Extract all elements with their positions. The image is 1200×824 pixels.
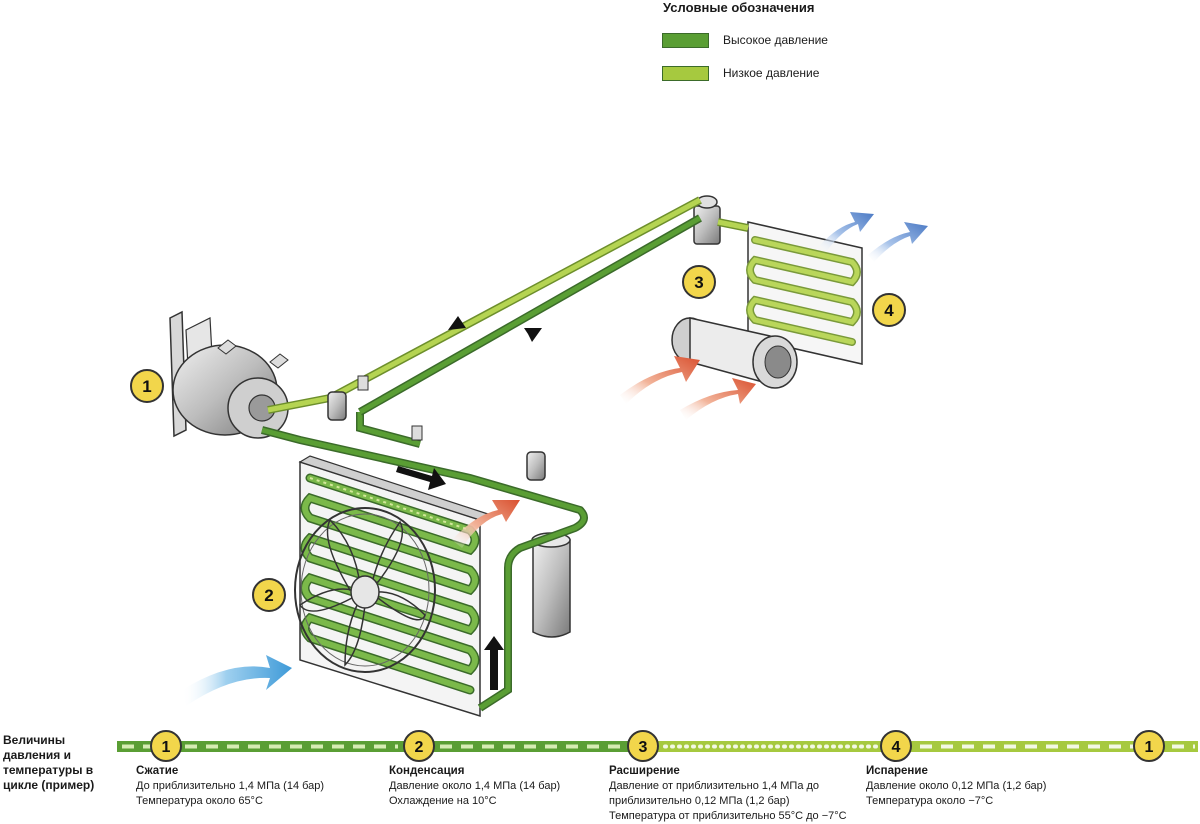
cycle-end-marker: 1 <box>1133 730 1165 762</box>
compressor <box>169 310 289 439</box>
marker-number: 3 <box>639 739 648 756</box>
stage-condensation: Конденсация Давление около 1,4 МПа (14 б… <box>389 764 560 809</box>
air-flows <box>182 212 928 706</box>
stage-evaporation: Испарение Давление около 0,12 МПа (1,2 б… <box>866 764 1046 809</box>
stage-line: Охлаждение на 10°C <box>389 795 497 807</box>
stage-title: Испарение <box>866 765 928 777</box>
marker-number: 4 <box>892 739 901 756</box>
blower <box>671 317 798 389</box>
cycle-stage-marker-3: 3 <box>627 730 659 762</box>
legend-label: Низкое давление <box>723 66 820 80</box>
stage-line: приблизительно 0,12 МПа (1,2 бар) <box>609 795 790 807</box>
legend-item-high-pressure: Высокое давление <box>662 31 828 49</box>
marker-number: 1 <box>162 739 171 756</box>
marker-number: 1 <box>142 377 151 396</box>
flow-arrows <box>396 306 542 690</box>
stage-compression: Сжатие До приблизительно 1,4 МПа (14 бар… <box>136 764 324 809</box>
legend-swatch <box>662 65 709 81</box>
stage-title: Сжатие <box>136 765 179 777</box>
stage-line: Давление около 1,4 МПа (14 бар) <box>389 780 561 792</box>
component-marker-3: 3 <box>682 265 716 299</box>
condenser-fan <box>294 507 436 673</box>
legend-label: Высокое давление <box>723 33 828 47</box>
stage-title: Расширение <box>609 765 680 777</box>
high-pressure-lines <box>260 214 702 712</box>
legend-swatch <box>662 32 709 48</box>
legend-title: Условные обозначения <box>663 0 815 15</box>
component-marker-4: 4 <box>872 293 906 327</box>
stage-line: До приблизительно 1,4 МПа (14 бар) <box>136 780 325 792</box>
cycle-stage-marker-1: 1 <box>150 730 182 762</box>
stage-line: Температура около 65°C <box>136 795 263 807</box>
cycle-caption: Величины давления и температуры в цикле … <box>3 733 95 792</box>
marker-number: 2 <box>415 739 424 756</box>
stage-expansion: Расширение Давление от приблизительно 1,… <box>609 764 847 824</box>
component-marker-1: 1 <box>130 369 164 403</box>
marker-number: 2 <box>264 586 273 605</box>
cycle-stage-marker-4: 4 <box>880 730 912 762</box>
stage-line: Температура около −7°C <box>866 795 994 807</box>
marker-number: 1 <box>1145 739 1154 756</box>
stage-line: Давление около 0,12 МПа (1,2 бар) <box>866 780 1047 792</box>
stage-title: Конденсация <box>389 765 465 777</box>
evaporator <box>746 221 863 365</box>
service-ports <box>327 375 423 441</box>
component-marker-2: 2 <box>252 578 286 612</box>
marker-number: 3 <box>694 273 703 292</box>
condenser <box>298 455 490 718</box>
stage-line: Давление от приблизительно 1,4 МПа до <box>609 780 820 792</box>
legend-item-low-pressure: Низкое давление <box>662 64 819 82</box>
stage-line: Температура от приблизительно 55°C до −7… <box>609 810 847 822</box>
marker-number: 4 <box>884 301 894 320</box>
cycle-stage-marker-2: 2 <box>403 730 435 762</box>
